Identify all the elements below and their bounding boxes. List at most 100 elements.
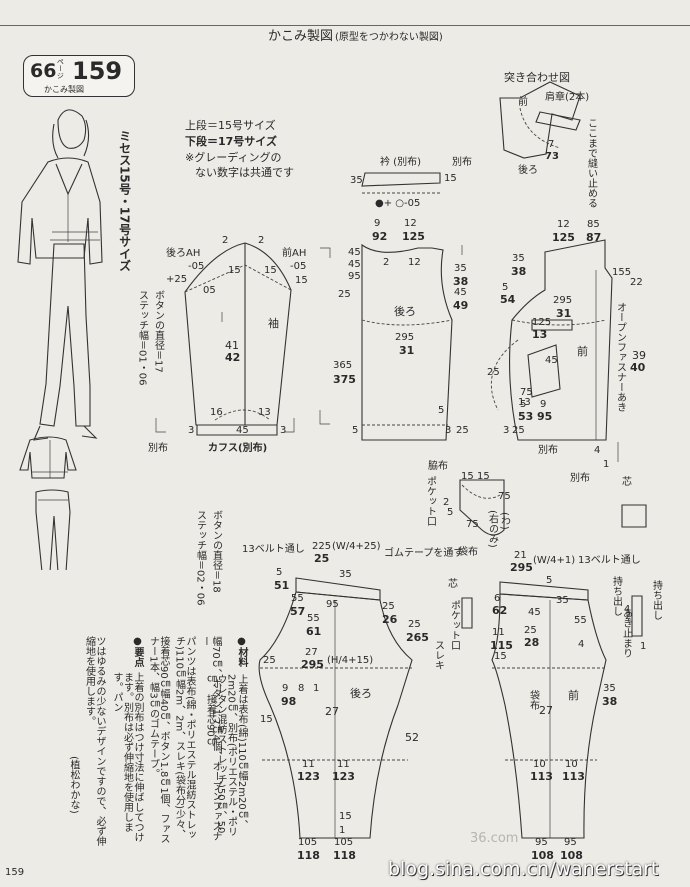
badge-caption: かこみ製図 [44, 85, 84, 94]
pants-front-n28: 28 [524, 636, 540, 649]
front-n3: 3 [503, 425, 510, 436]
pants-back-n25b: 25 [408, 619, 421, 630]
back-n95: 95 [348, 271, 361, 282]
page-title: かこみ製図 [268, 29, 334, 44]
materials-t3: パンツは表布(綿・ポリエステル混紡ストレッチ)110㎝幅2m、2m、スレキ(袋布… [173, 636, 196, 840]
pants-front-label: 前 [568, 689, 579, 702]
back-n45c: 45 [454, 287, 467, 298]
pants-back-n55: 55 [291, 593, 304, 604]
sleeve-n2b: 2 [258, 235, 265, 246]
pants-front-n27: 27 [539, 704, 553, 717]
pants-back-hformula: (H/4+15) [327, 655, 374, 666]
front-fw17: 31 [556, 307, 572, 320]
pants-front-hem17b: 108 [560, 849, 583, 862]
pants-back-n9: 9 [282, 683, 289, 694]
sleeve-bottom-13: 13 [258, 407, 271, 418]
pants-front-n5: 5 [546, 575, 553, 586]
pants-front-n11: 11 [492, 627, 505, 638]
front-n38: 38 [511, 265, 527, 278]
pants-back-n52: 52 [405, 731, 419, 744]
front-w125: 125 [552, 231, 575, 244]
pocket-label-top: 脇布 [428, 461, 448, 472]
pants-back-w225: 225 [312, 541, 332, 552]
pants-back-knee17: 123 [297, 770, 320, 783]
pants-back-n1b: 1 [339, 825, 346, 836]
pants-back-n25: 25 [382, 601, 395, 612]
assembly-front: 前 [518, 97, 528, 108]
front-fw15: 295 [553, 295, 573, 306]
pants-front-n45: 45 [528, 607, 541, 618]
pants-front-n1: 1 [640, 641, 647, 652]
sleeve-len-17: 42 [225, 351, 241, 364]
pants-back-n57: 57 [290, 605, 306, 618]
assembly-shoulder-tab: 肩章(2本) [545, 92, 590, 103]
pants-front-n35: 35 [556, 595, 569, 606]
back-n45b: 45 [348, 259, 361, 270]
pants-back-hem17a: 118 [297, 849, 320, 862]
pants-slit: スレキ [432, 640, 444, 670]
back-hem5b: 5 [438, 405, 445, 416]
back-n38: 38 [453, 275, 469, 288]
pants-button-note: ボタンの直径＝18 [210, 510, 222, 593]
pants-back-n55b: 55 [307, 613, 320, 624]
front-n75: 75 [520, 387, 533, 398]
back-w12: 12 [404, 218, 417, 229]
pocket-n5: 5 [447, 507, 454, 518]
sleeve-back-ah: 後ろAH [166, 248, 201, 259]
front-n125: 125 [532, 317, 552, 328]
pants-front-n115: 115 [490, 639, 513, 652]
sleeve-fabric: 別布 [148, 443, 168, 454]
pants-back-n98: 98 [281, 695, 297, 708]
materials-t4: 接着芯90㎝幅40㎝、ボタン1.8㎝1個、ファスナー1本、幅3㎝のゴムテープ。 [147, 636, 170, 844]
pocket-n15a: 15 [461, 471, 474, 482]
back-len15: 365 [333, 360, 353, 371]
pants-back-n5: 5 [276, 567, 283, 578]
sleeve-button-note: ボタンの直径＝17 [152, 290, 164, 373]
back-w9: 9 [374, 218, 381, 229]
cuff-n3a: 3 [188, 425, 195, 436]
pants-front-n35b: 35 [603, 683, 616, 694]
pants-back-hem17b: 118 [333, 849, 356, 862]
pants-front-knee15: 10 [533, 759, 546, 770]
sleeve-bottom-16: 16 [210, 407, 223, 418]
assembly-m7: 7 [548, 139, 555, 150]
pants-front-n55: 55 [574, 615, 587, 626]
pocket-label-side: ポケット口 [424, 476, 436, 526]
front-n25: 25 [487, 367, 500, 378]
fashion-illustration [17, 109, 103, 570]
pants-front-hem15a: 95 [535, 837, 548, 848]
pants-back-knee15b: 11 [337, 759, 350, 770]
front-n25b: 25 [512, 425, 525, 436]
pants-back-elastic: ゴムテープを通す [384, 548, 464, 559]
pants-front-n25: 25 [524, 625, 537, 636]
pocket-bag: 袋布 [458, 547, 478, 558]
back-len17: 375 [333, 373, 356, 386]
points-author: (植松わかな) [68, 756, 79, 814]
materials-t2: 幅70㎝、ボタン1.7㎝4個、オープンファスナー [199, 636, 222, 841]
page-subtitle: (原型をつかわない製図) [335, 32, 443, 43]
pants-front-tab-2: 持ち出し [650, 580, 662, 620]
pants-front-knee17: 113 [530, 770, 553, 783]
pants-front-n2: 2 [625, 611, 632, 622]
sleeve-n2a: 2 [222, 235, 229, 246]
pants-front-knee15b: 10 [565, 759, 578, 770]
pants-back-n25c: 25 [263, 655, 276, 666]
pants-back-n295: 295 [301, 658, 324, 671]
pants-back-n95: 95 [326, 599, 339, 610]
front-fabric: 別布 [538, 445, 558, 456]
collar-formula: ●+ ○-05 [375, 198, 421, 209]
sleeve-n15c: 15 [295, 275, 308, 286]
front-n53: 53 [518, 410, 534, 423]
pants-front-hem15b: 95 [564, 837, 577, 848]
pants-back-n27: 27 [305, 647, 318, 658]
cuff-label: カフス(別布) [208, 443, 268, 454]
sleeve-name: 袖 [268, 317, 279, 330]
back-n45a: 45 [348, 247, 361, 258]
pants-back-w25: 25 [314, 552, 330, 565]
pants-back-n15b: 15 [339, 811, 352, 822]
front-n155: 155 [612, 267, 632, 278]
front-n4: 4 [594, 445, 601, 456]
front-n9: 9 [540, 399, 547, 410]
pants-back-n61: 61 [306, 625, 322, 638]
pants-front-n4: 4 [578, 639, 585, 650]
